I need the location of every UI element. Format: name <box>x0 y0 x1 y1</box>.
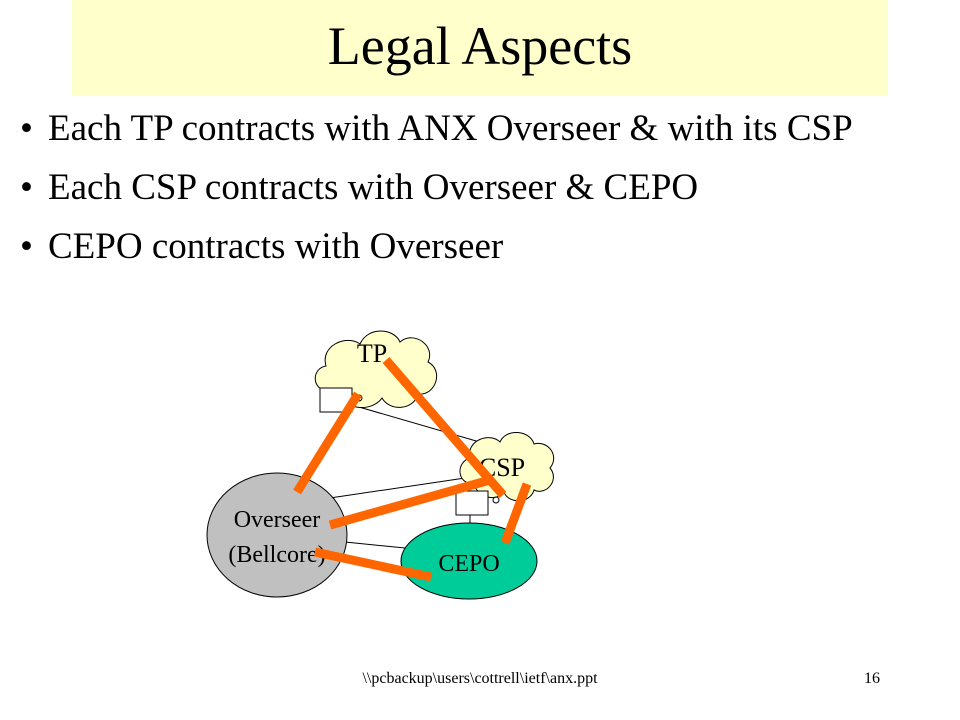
contract-lines <box>293 357 532 582</box>
contract-cepo-overseer <box>314 547 432 582</box>
overseer-node <box>206 472 348 598</box>
bullet-list: Each TP contracts with ANX Overseer & wi… <box>20 108 920 285</box>
title-band: Legal Aspects <box>72 0 888 96</box>
contract-tp-overseer <box>293 391 362 495</box>
bullet-text: CEPO contracts with Overseer <box>48 226 504 267</box>
overseer-label-line2: (Bellcore) <box>228 542 325 568</box>
overseer-cepo-connector <box>344 541 406 549</box>
cepo-label: CEPO <box>438 551 499 577</box>
slide-number: 16 <box>864 670 880 687</box>
overseer-label-line1: Overseer <box>234 507 321 533</box>
contract-csp-cepo <box>500 482 532 545</box>
tp-csp-connector <box>351 404 491 446</box>
csp-port-icon <box>492 496 500 504</box>
bullet-item: Each TP contracts with ANX Overseer & wi… <box>20 108 920 150</box>
tp-label: TP <box>357 339 387 368</box>
overseer-csp-connector <box>329 477 466 499</box>
contract-csp-overseer <box>328 475 492 530</box>
slide-title: Legal Aspects <box>327 16 633 76</box>
bullet-text: Each TP contracts with ANX Overseer & wi… <box>48 108 853 149</box>
csp-computer-icon <box>455 490 489 516</box>
bullet-item: Each CSP contracts with Overseer & CEPO <box>20 167 920 209</box>
bullet-item: CEPO contracts with Overseer <box>20 226 920 268</box>
contract-tp-csp <box>382 357 507 498</box>
footer-file-path: \\pcbackup\users\cottrell\ietf\anx.ppt <box>362 670 598 687</box>
bullet-text: Each CSP contracts with Overseer & CEPO <box>48 167 699 208</box>
